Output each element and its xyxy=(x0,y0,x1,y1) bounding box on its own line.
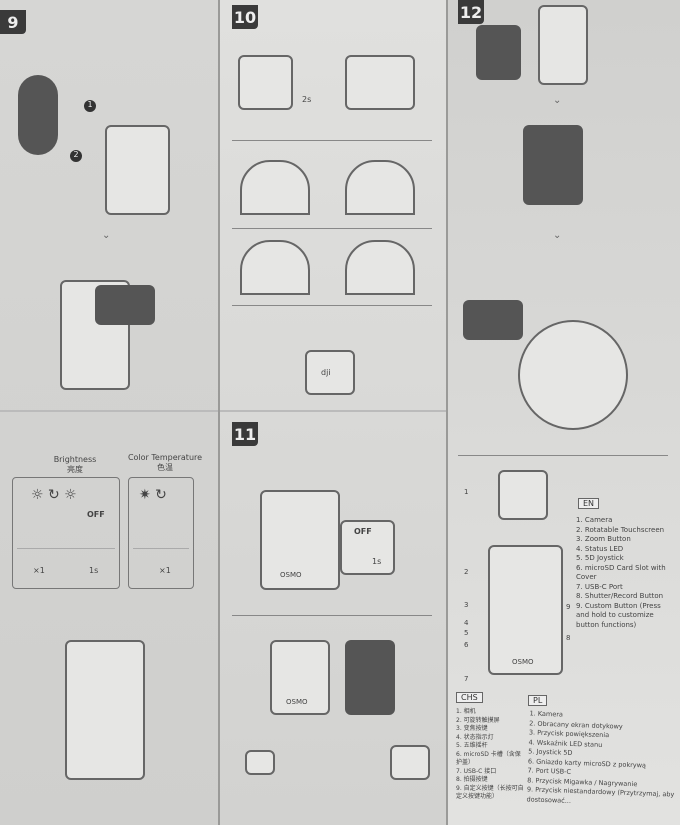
list-item: 4. Status LED xyxy=(576,544,624,553)
page-step-12-overview: 12 ⌄ ⌄ OSMO 1 2 3 4 5 6 7 8 9 EN 1. Came… xyxy=(448,0,680,825)
osmo-body-illustration: OSMO xyxy=(270,640,330,715)
lang-tag-chs: CHS xyxy=(456,692,483,703)
step-number: 10 xyxy=(232,5,258,29)
wearing-mic-illustration xyxy=(345,160,415,215)
protective-cover-illustration xyxy=(476,25,521,80)
chevron-down-icon: ⌄ xyxy=(102,230,111,241)
list-item: 9. Przycisk niestandardowy (Przytrzymaj,… xyxy=(526,785,675,805)
lang-tag-en: EN xyxy=(578,498,600,509)
wearing-mic-illustration xyxy=(240,160,310,215)
list-item: 9. Custom Button (Press and hold to cust… xyxy=(576,601,661,629)
callout: 8 xyxy=(566,634,571,642)
press-once-label: ×1 xyxy=(159,566,171,575)
gimbal-with-light-illustration xyxy=(65,640,145,780)
lang-tag-pl: PL xyxy=(528,695,548,706)
charging-case-illustration xyxy=(390,745,430,780)
pl-parts-list: 1. Kamera 2. Obracany ekran dotykowy 3. … xyxy=(526,709,679,809)
list-item: 8. Shutter/Record Button xyxy=(576,592,664,600)
chs-parts-list: 1. 相机 2. 可旋转触摸屏 3. 变焦按键 4. 状态指示灯 5. 五维摇杆… xyxy=(456,708,524,802)
hold-2s-label: 2s xyxy=(302,95,312,104)
list-item: 2. Rotatable Touchscreen xyxy=(576,525,665,534)
step-number: 11 xyxy=(232,422,258,446)
list-item: 5. 5D Joystick xyxy=(576,554,624,562)
covered-gimbal-illustration xyxy=(523,125,583,205)
list-item: 1. 相机 xyxy=(456,708,476,715)
osmo-screen-illustration xyxy=(345,55,415,110)
sun-cycle-icon: ✷ ↻ xyxy=(139,487,167,503)
accessory-illustration xyxy=(463,300,523,340)
gimbal-camera-illustration xyxy=(538,5,588,85)
color-temperature-panel: ✷ ↻ ×1 xyxy=(128,477,194,589)
callout: 7 xyxy=(464,675,469,683)
list-item: 4. 状态指示灯 xyxy=(456,733,494,741)
magnet-mic-illustration xyxy=(345,240,415,295)
list-item: 5. 五维摇杆 xyxy=(456,742,488,749)
fill-light-illustration xyxy=(95,285,155,325)
protective-cover-illustration xyxy=(345,640,395,715)
camera-head-illustration xyxy=(498,470,548,520)
sun-cycle-icon: ☼ ↻ ☼ xyxy=(31,487,77,503)
callout: 6 xyxy=(464,641,469,649)
callout: 1 xyxy=(464,488,469,496)
callout: 9 xyxy=(566,603,571,611)
callout-2: 2 xyxy=(70,150,82,162)
callout-1: 1 xyxy=(84,100,96,112)
osmo-body-diagram: OSMO xyxy=(488,545,563,675)
power-adapter-icon xyxy=(245,750,275,775)
list-item: 7. USB-C 接口 xyxy=(456,767,497,775)
gimbal-camera-illustration xyxy=(105,125,170,215)
press-once-label: ×1 xyxy=(33,566,45,575)
list-item: 6. microSD Card Slot with Cover xyxy=(576,563,666,582)
brightness-panel: ☼ ↻ ☼ OFF ×1 1s xyxy=(12,477,120,589)
chevron-down-icon: ⌄ xyxy=(553,230,562,241)
list-item: 8. 拍摄按键 xyxy=(456,776,488,783)
list-item: 1. Camera xyxy=(576,516,613,524)
list-item: 3. 变焦按键 xyxy=(456,725,488,732)
magnet-mic-illustration xyxy=(240,240,310,295)
step-number: 12 xyxy=(458,0,484,24)
list-item: 7. USB-C Port xyxy=(576,582,623,591)
charging-case-illustration: dji xyxy=(305,350,355,395)
callout: 4 xyxy=(464,619,469,627)
osmo-body-illustration: OSMO xyxy=(260,490,340,590)
hold-1s-label: 1s xyxy=(89,566,99,575)
step-number: 9 xyxy=(0,10,26,34)
callout: 2 xyxy=(464,568,469,576)
list-item: 9. 自定义按键（长按可自定义按键功能） xyxy=(456,784,524,801)
en-parts-list: 1. Camera 2. Rotatable Touchscreen 3. Zo… xyxy=(576,516,666,630)
off-label: OFF xyxy=(87,510,105,519)
list-item: 6. microSD 卡槽（含保护盖） xyxy=(456,750,521,767)
list-item: 2. 可旋转触摸屏 xyxy=(456,716,500,724)
list-item: 3. Zoom Button xyxy=(576,535,631,543)
callout: 3 xyxy=(464,601,469,609)
carrying-case-illustration xyxy=(518,320,628,430)
dji-mic-illustration xyxy=(238,55,293,110)
magnetic-mount-illustration xyxy=(18,75,58,155)
callout: 5 xyxy=(464,629,469,637)
chevron-down-icon: ⌄ xyxy=(553,95,562,106)
